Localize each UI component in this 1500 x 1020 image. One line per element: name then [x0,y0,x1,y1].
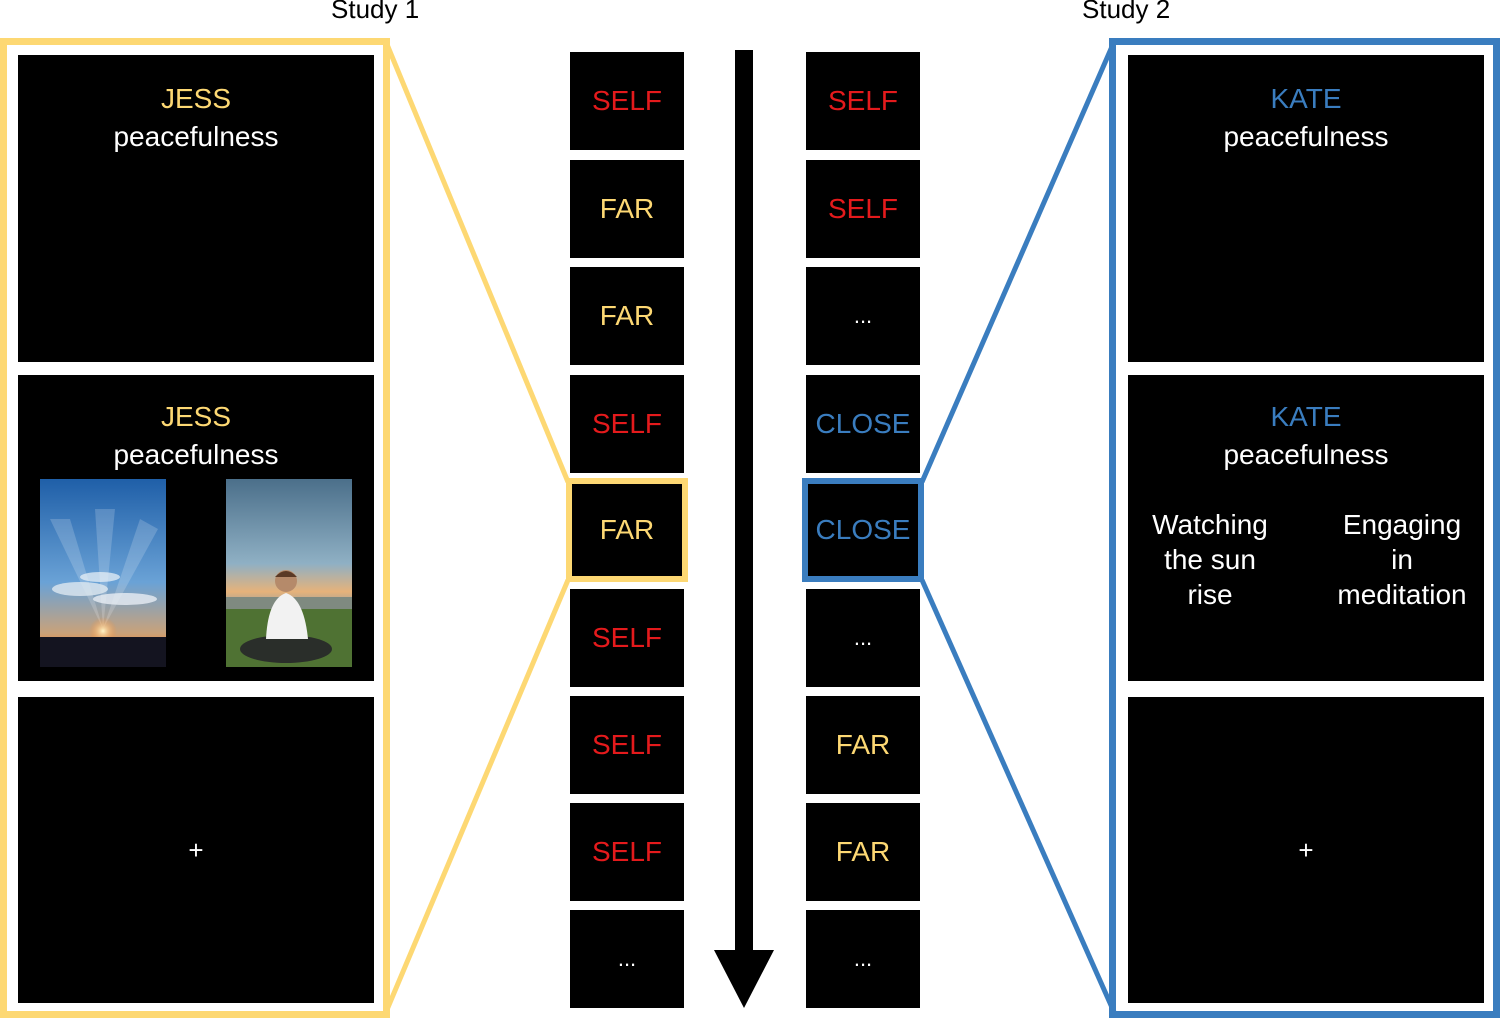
time-arrow-head [714,950,774,1008]
study2-panel [1109,38,1500,1018]
trial-box-text: ... [806,910,920,1008]
trial-box-text: ... [806,267,920,365]
trial-box-self: SELF [806,160,920,258]
choice-left-line-1: Watching [1152,509,1268,540]
study2-name: KATE [1270,83,1342,114]
study2-emotion: peacefulness [1223,121,1389,152]
study2-name-2: KATE [1270,401,1342,432]
trial-label: SELF [827,193,899,224]
study2-screen-fixation: + [1128,697,1484,1003]
time-arrow-shaft [735,50,753,955]
trial-label: FAR [599,300,655,331]
trial-box-far: FAR [806,696,920,794]
trial-label: ... [853,946,873,971]
trial-box-close: CLOSE [802,478,924,582]
study2-fixation-cross: + [1298,835,1314,865]
trial-box-far: FAR [570,160,684,258]
study2-zoom-line-bottom [919,578,1117,1014]
study1-zoom-line-bottom [383,579,571,1013]
study2-emotion-2: peacefulness [1223,439,1389,470]
trial-label: ... [853,303,873,328]
study2-choice-right: Engaging in meditation [1324,507,1480,612]
trial-label: CLOSE [815,514,911,545]
choice-left-line-3: rise [1187,579,1233,610]
study2-zoom-line-top [919,41,1117,483]
trial-label: ... [853,625,873,650]
trial-box-text: ... [806,589,920,687]
trial-label: SELF [591,85,663,116]
study1-panel [0,38,390,1018]
study2-screen-choice: KATE peacefulness Watching the sun rise … [1128,375,1484,681]
study1-name: JESS [160,83,232,114]
trial-label: SELF [591,836,663,867]
study1-name-2: JESS [160,401,232,432]
choice-left-line-2: the sun [1164,544,1256,575]
trial-box-far: FAR [806,803,920,901]
trial-label: FAR [835,729,891,760]
trial-box-self: SELF [570,589,684,687]
trial-label: FAR [835,836,891,867]
trial-box-self: SELF [570,52,684,150]
trial-box-self: SELF [806,52,920,150]
study1-emotion: peacefulness [113,121,279,152]
sunrise-photo [40,479,166,667]
study1-emotion-2: peacefulness [113,439,279,470]
study1-screen-fixation: + [18,697,374,1003]
study1-screen-choice: JESS peacefulness [18,375,374,681]
choice-right-line-2: in [1391,544,1413,575]
trial-label: SELF [591,622,663,653]
trial-label: ... [617,946,637,971]
trial-box-text: ... [570,910,684,1008]
study1-title: Study 1 [331,0,420,24]
study1-screen-cue: JESS peacefulness [18,55,374,362]
trial-box-self: SELF [570,803,684,901]
study1-zoom-line-top [383,41,571,483]
choice-right-line-1: Engaging [1342,509,1462,540]
trial-box-self: SELF [570,696,684,794]
meditation-photo [226,479,352,667]
study2-choice-left: Watching the sun rise [1138,507,1282,612]
trial-box-close: CLOSE [806,375,920,473]
trial-label: SELF [591,408,663,439]
choice-right-line-3: meditation [1337,579,1467,610]
trial-label: SELF [827,85,899,116]
trial-label: SELF [591,729,663,760]
trial-box-far: FAR [570,267,684,365]
trial-label: FAR [599,514,655,545]
trial-label: FAR [599,193,655,224]
trial-label: CLOSE [815,408,911,439]
study2-screen-cue: KATE peacefulness [1128,55,1484,362]
study1-fixation-cross: + [188,835,204,865]
trial-box-far: FAR [566,478,688,582]
study2-title: Study 2 [1082,0,1171,24]
trial-box-self: SELF [570,375,684,473]
